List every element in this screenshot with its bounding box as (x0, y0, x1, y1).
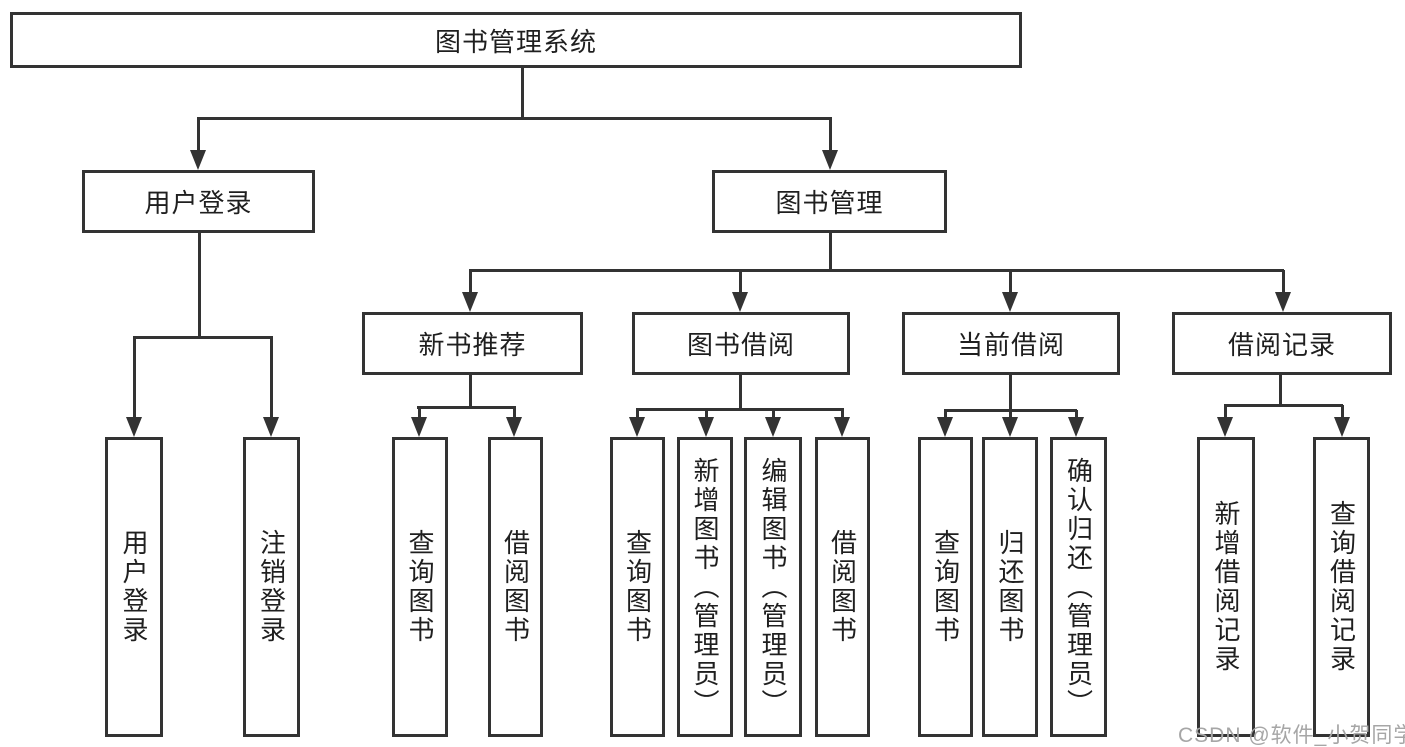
node-label-current-borrow: 当前借阅 (956, 330, 1065, 360)
connector-line (197, 233, 201, 337)
node-leaf-query-book-1: 查询图书 (392, 437, 448, 737)
node-leaf-edit-book: 编辑图书（管理员） (744, 437, 802, 737)
node-label-book-borrow: 图书借阅 (686, 330, 795, 360)
arrowhead-down-icon (411, 417, 427, 437)
connector-line (269, 337, 273, 417)
connector-line (1340, 405, 1344, 419)
arrowhead-down-icon (629, 417, 645, 437)
node-new-book-recommend: 新书推荐 (362, 312, 583, 375)
arrowhead-down-icon (834, 417, 850, 437)
arrowhead-down-icon (822, 150, 838, 170)
connector-line (1074, 410, 1078, 419)
connector-line (1008, 375, 1012, 410)
node-label-root: 图书管理系统 (434, 26, 597, 57)
node-leaf-borrow-book-1: 借阅图书 (488, 437, 543, 737)
node-leaf-return-book: 归还图书 (982, 437, 1038, 737)
node-leaf-query-record: 查询借阅记录 (1313, 437, 1370, 737)
arrowhead-down-icon (263, 417, 279, 437)
node-label-new-book-recommend: 新书推荐 (418, 330, 527, 360)
arrowhead-down-icon (1334, 417, 1350, 437)
connector-line (1008, 270, 1012, 292)
arrowhead-down-icon (462, 292, 478, 312)
watermark: CSDN @软件_小贺同学 (1178, 724, 1405, 747)
connector-line (828, 233, 832, 270)
node-label-leaf-query-record: 查询借阅记录 (1326, 500, 1357, 674)
node-leaf-confirm-return: 确认归还（管理员） (1050, 437, 1107, 737)
connector-line (738, 375, 742, 409)
arrowhead-down-icon (1068, 417, 1084, 437)
connector-line (197, 116, 832, 120)
connector-line (704, 409, 708, 419)
connector-line (840, 409, 844, 419)
node-leaf-borrow-book-2: 借阅图书 (815, 437, 870, 737)
connector-line (417, 407, 421, 419)
node-label-leaf-borrow-book-1: 借阅图书 (500, 529, 531, 645)
arrowhead-down-icon (1002, 292, 1018, 312)
connector-line (943, 410, 947, 419)
node-label-leaf-user-login: 用户登录 (119, 529, 149, 645)
connector-line (1008, 410, 1012, 419)
connector-line (133, 335, 273, 339)
node-label-leaf-query-book-3: 查询图书 (930, 529, 961, 645)
node-label-leaf-add-book: 新增图书（管理员） (690, 456, 720, 718)
connector-line (1224, 403, 1343, 407)
node-label-leaf-query-book-2: 查询图书 (622, 529, 653, 645)
connector-line (771, 409, 775, 419)
node-label-leaf-confirm-return: 确认归还（管理员） (1063, 456, 1094, 718)
arrowhead-down-icon (937, 417, 953, 437)
connector-line (636, 407, 844, 411)
connector-line (469, 268, 1284, 272)
node-label-leaf-edit-book: 编辑图书（管理员） (758, 456, 788, 718)
arrowhead-down-icon (126, 417, 142, 437)
arrowhead-down-icon (506, 417, 522, 437)
connector-line (468, 270, 472, 292)
node-leaf-query-book-3: 查询图书 (918, 437, 973, 737)
node-root: 图书管理系统 (10, 12, 1022, 68)
node-label-leaf-logout: 注销登录 (256, 529, 287, 645)
connector-line (196, 118, 200, 150)
node-current-borrow: 当前借阅 (902, 312, 1120, 375)
node-label-leaf-return-book: 归还图书 (995, 529, 1025, 645)
arrowhead-down-icon (1002, 417, 1018, 437)
node-leaf-user-login: 用户登录 (105, 437, 163, 737)
arrowhead-down-icon (698, 417, 714, 437)
node-borrow-record: 借阅记录 (1172, 312, 1392, 375)
node-leaf-add-book: 新增图书（管理员） (677, 437, 733, 737)
arrowhead-down-icon (732, 292, 748, 312)
connector-line (417, 405, 516, 409)
connector-line (635, 409, 639, 419)
connector-line (468, 375, 472, 407)
connector-line (1281, 270, 1285, 292)
connector-line (1223, 405, 1227, 419)
connector-line (520, 68, 524, 118)
arrowhead-down-icon (1275, 292, 1291, 312)
node-label-book-management: 图书管理 (775, 188, 884, 218)
node-label-leaf-borrow-book-2: 借阅图书 (827, 529, 858, 645)
node-book-management: 图书管理 (712, 170, 947, 233)
node-user-login: 用户登录 (82, 170, 315, 233)
arrowhead-down-icon (1217, 417, 1233, 437)
arrowhead-down-icon (190, 150, 206, 170)
node-label-leaf-query-book-1: 查询图书 (405, 529, 435, 645)
node-label-borrow-record: 借阅记录 (1227, 330, 1336, 360)
node-label-user-login: 用户登录 (144, 188, 253, 218)
node-book-borrow: 图书借阅 (632, 312, 850, 375)
connector-line (828, 118, 832, 150)
arrowhead-down-icon (765, 417, 781, 437)
connector-line (512, 407, 516, 419)
node-label-leaf-add-record: 新增借阅记录 (1211, 500, 1241, 674)
node-leaf-logout: 注销登录 (243, 437, 300, 737)
connector-line (738, 270, 742, 292)
connector-line (132, 337, 136, 417)
connector-line (1278, 375, 1282, 405)
node-leaf-query-book-2: 查询图书 (610, 437, 665, 737)
node-leaf-add-record: 新增借阅记录 (1197, 437, 1255, 737)
